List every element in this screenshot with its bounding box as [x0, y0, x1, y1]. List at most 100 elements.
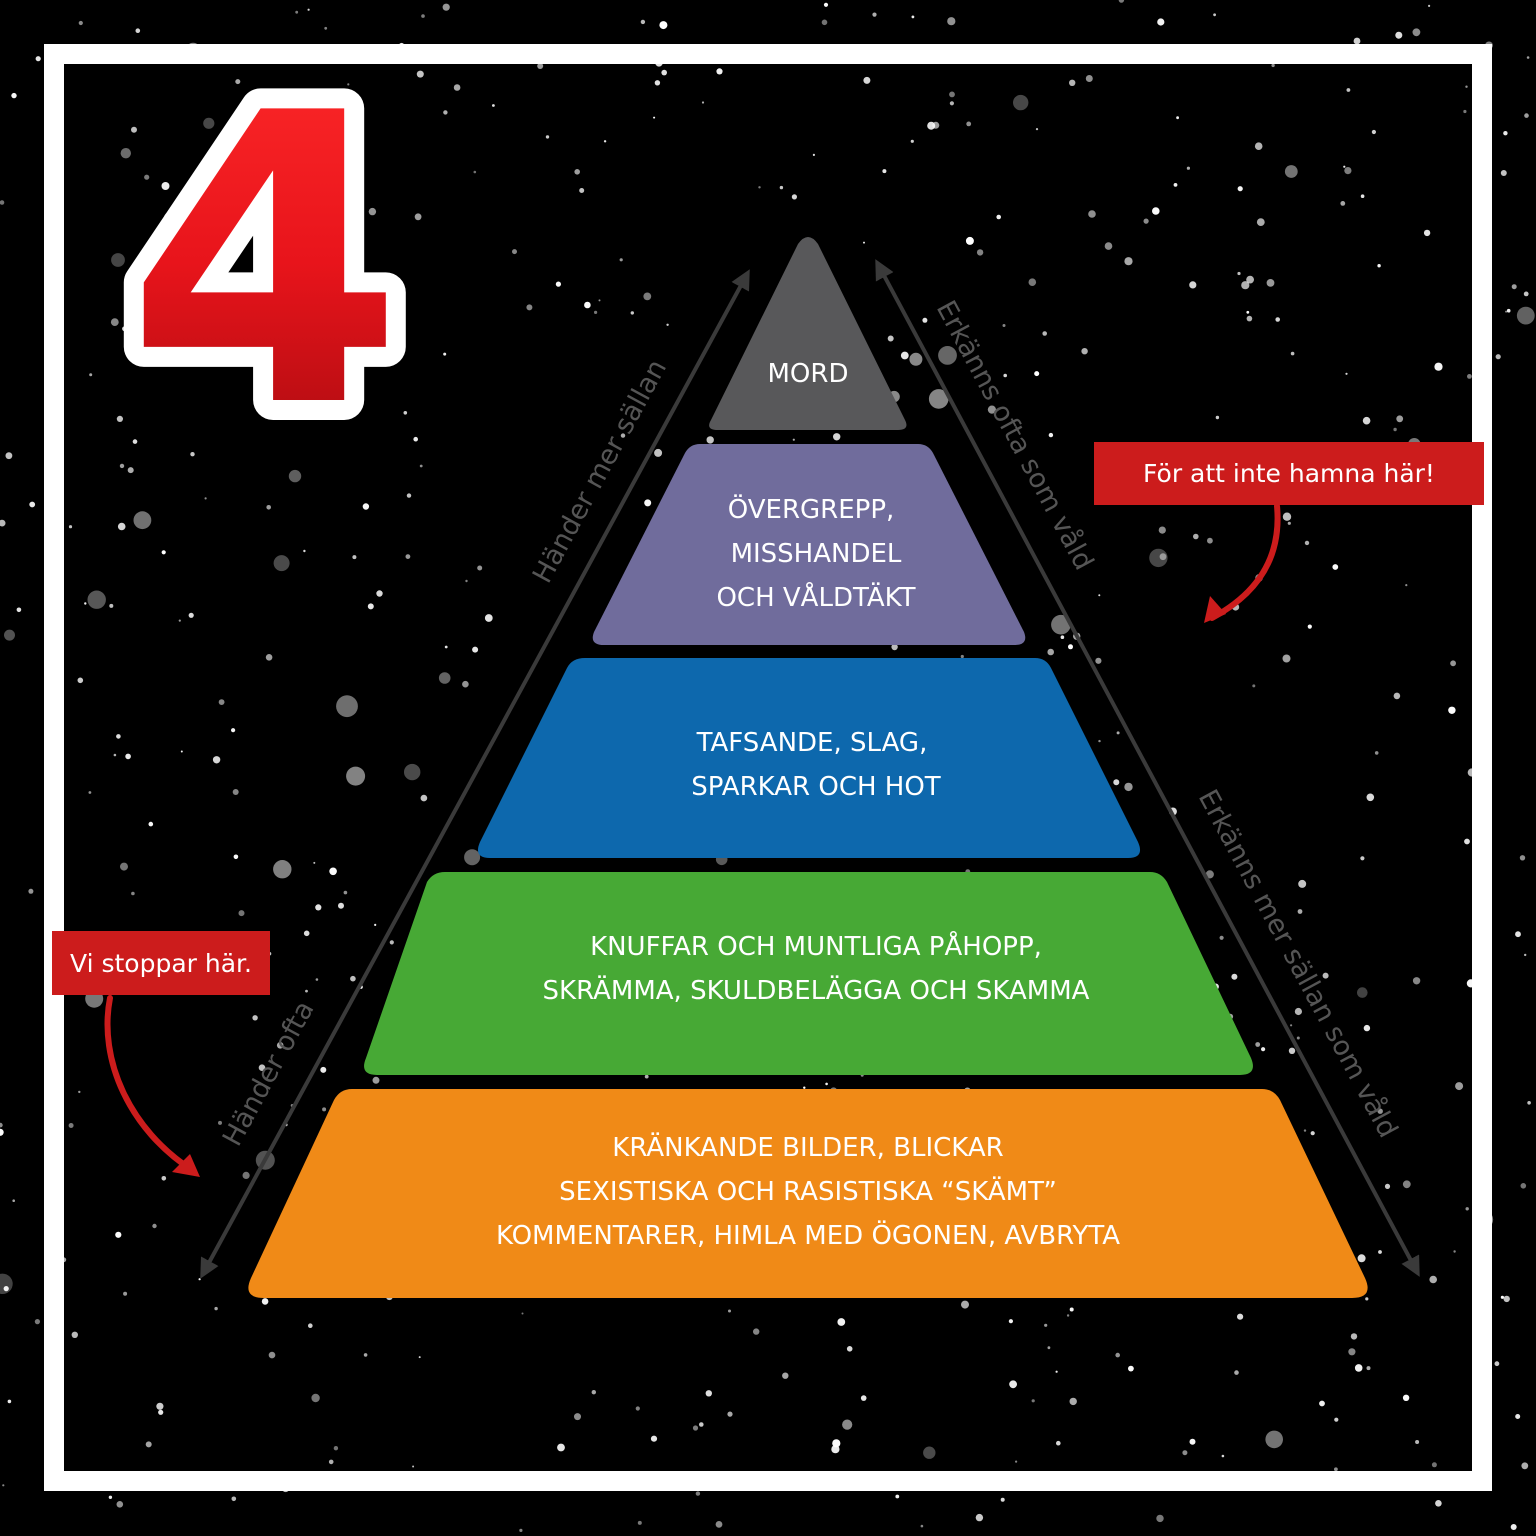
snowflake — [145, 1441, 152, 1448]
snowflake — [1503, 131, 1508, 136]
snowflake — [318, 179, 323, 184]
snowflake — [803, 1086, 806, 1089]
snowflake — [173, 261, 177, 266]
snowflake — [133, 511, 152, 530]
snowflake — [574, 1413, 581, 1421]
snowflake — [1182, 1450, 1188, 1456]
snowflake — [368, 207, 377, 216]
snowflake — [758, 186, 761, 189]
snowflake — [1500, 170, 1507, 176]
snowflake — [1069, 1397, 1077, 1406]
snowflake — [653, 116, 656, 119]
snowflake — [1152, 207, 1160, 215]
tier-overgrepp-line-3: OCH VÅLDTÄKT — [716, 581, 915, 613]
tier-overgrepp-line-1: ÖVERGREPP, — [728, 493, 895, 525]
snowflake — [1056, 1440, 1061, 1446]
tier-tafsande-line-2: SPARKAR OCH HOT — [691, 772, 941, 802]
snowflake — [1415, 1440, 1420, 1444]
snowflake — [637, 1520, 642, 1525]
callout-top-arrow — [1204, 503, 1281, 623]
tier-krankande-shape — [248, 1089, 1368, 1298]
snowflake — [1371, 129, 1376, 135]
snowflake — [311, 1393, 320, 1403]
snowflake — [1434, 362, 1443, 371]
snowflake — [699, 1422, 704, 1427]
snowflake — [1334, 1417, 1339, 1422]
snowflake — [1464, 838, 1470, 845]
snowflake — [860, 1395, 867, 1401]
snowflake — [144, 174, 150, 180]
snowflake — [791, 194, 798, 200]
left-arrow — [200, 269, 750, 1279]
snowflake — [2, 1484, 5, 1487]
snowflake — [1143, 218, 1149, 224]
snowflake — [5, 452, 13, 460]
snowflake — [180, 750, 183, 753]
snowflake — [1340, 201, 1346, 206]
snowflake — [579, 188, 585, 193]
snowflake — [1412, 28, 1421, 37]
snowflake — [1176, 116, 1179, 120]
snowflake — [1013, 94, 1029, 111]
tier-krankande-line-3: KOMMENTARER, HIMLA MED ÖGONEN, AVBRYTA — [496, 1219, 1120, 1251]
snowflake — [77, 677, 84, 684]
snowflake — [188, 612, 194, 618]
snowflake — [0, 1128, 4, 1136]
snowflake — [473, 170, 477, 174]
snowflake — [557, 1443, 565, 1452]
snowflake — [347, 83, 350, 86]
snowflake — [1234, 1370, 1239, 1375]
snowflake — [1516, 306, 1535, 325]
snowflake — [416, 70, 424, 78]
snowflake — [261, 1298, 269, 1305]
snowflake — [1237, 1313, 1244, 1320]
snowflake — [116, 734, 121, 739]
snowflake — [111, 253, 125, 267]
snowflake — [158, 1409, 164, 1415]
snowflake — [1520, 1183, 1527, 1189]
snowflake — [1118, 0, 1125, 3]
snowflake — [84, 602, 87, 605]
snowflake — [161, 182, 170, 190]
snowflake — [203, 117, 215, 129]
snowflake — [1527, 1101, 1531, 1105]
snowflake — [1066, 1314, 1070, 1317]
snowflake — [661, 69, 667, 76]
snowflake — [1511, 284, 1517, 290]
snowflake — [198, 1278, 201, 1281]
tier-tafsande-shape — [477, 658, 1141, 858]
snowflake — [701, 101, 705, 104]
snowflake — [421, 14, 425, 18]
snowflake — [832, 1439, 841, 1448]
snowflake — [89, 373, 93, 377]
snowflake — [1085, 75, 1093, 82]
snowflake — [1350, 1333, 1358, 1340]
callout-bottom: Vi stoppar här. — [52, 931, 270, 995]
snowflake — [1463, 109, 1467, 114]
snowflake — [1465, 1207, 1469, 1211]
snowflake — [332, 240, 341, 249]
snowflake — [78, 1090, 81, 1094]
snowflake — [29, 501, 36, 508]
snowflake — [328, 1459, 334, 1465]
svg-text:4: 4 — [126, 30, 404, 495]
snowflake — [334, 193, 339, 198]
snowflake — [872, 12, 877, 17]
snowflake — [1467, 374, 1472, 379]
snowflake — [1366, 1366, 1371, 1371]
snowflake — [1429, 1275, 1437, 1284]
snowflake — [166, 237, 170, 240]
snowflake — [71, 1331, 79, 1339]
snowflake — [1365, 1297, 1369, 1301]
snowflake — [1157, 18, 1165, 26]
snowflake — [323, 155, 329, 161]
snowflake — [910, 139, 914, 143]
snowflake — [1055, 1370, 1058, 1373]
snowflake — [537, 63, 544, 69]
tier-mord-shape — [709, 237, 907, 430]
snowflake — [1265, 1430, 1283, 1449]
snowflake — [131, 891, 135, 896]
snowflake — [1402, 1394, 1410, 1402]
snowflake — [920, 1524, 924, 1528]
